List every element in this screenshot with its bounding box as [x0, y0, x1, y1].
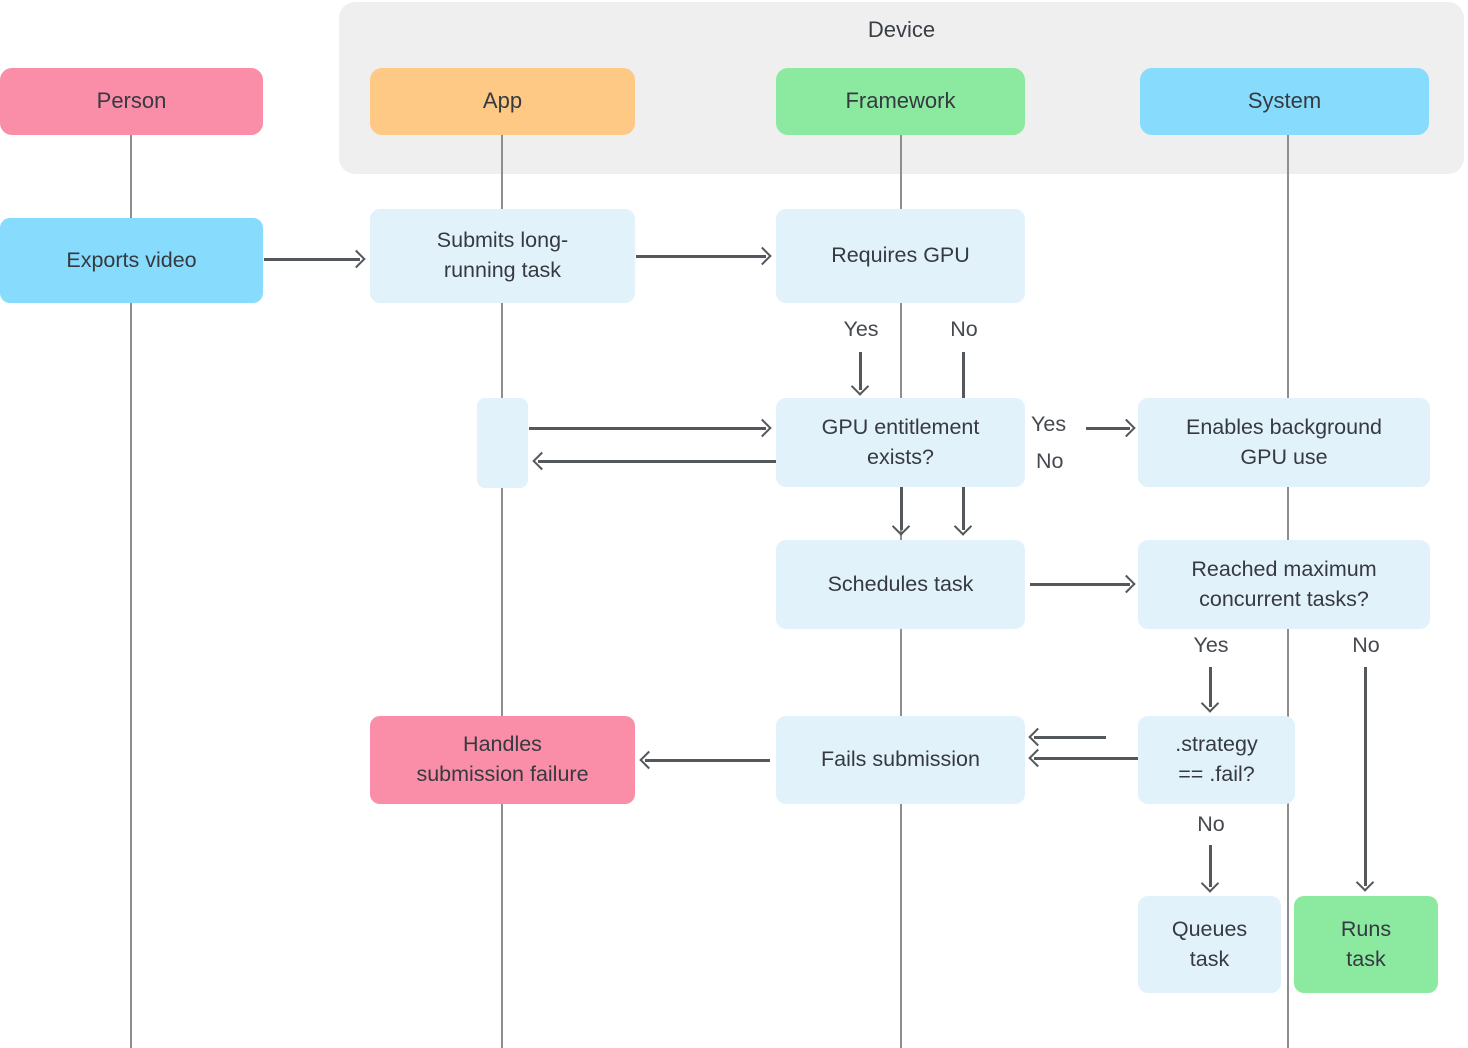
arrow-to-fails-submission-upper	[1034, 736, 1106, 739]
arrow-schedules-to-reached-maximum	[1030, 583, 1130, 586]
label-entitlement-yes: Yes	[1031, 412, 1067, 436]
lane-header-system: System	[1140, 68, 1429, 135]
arrow-strategy-no-to-queues-task	[1209, 845, 1212, 887]
arrow-exports-to-submits	[264, 258, 360, 261]
device-group-label: Device	[867, 17, 936, 42]
label-requires-gpu-no: No	[950, 317, 978, 341]
node-gpu-entitlement-exists: GPU entitlement exists?	[776, 398, 1025, 487]
arrow-fails-to-handles-failure	[645, 759, 770, 762]
label-reached-yes: Yes	[1193, 633, 1229, 657]
node-fails-submission: Fails submission	[776, 716, 1025, 804]
node-requires-gpu: Requires GPU	[776, 209, 1025, 303]
node-submits-long-running-task: Submits long- running task	[370, 209, 635, 303]
arrow-submits-to-requires-gpu	[636, 255, 766, 258]
app-lifeline	[501, 135, 503, 1048]
node-schedules-task: Schedules task	[776, 540, 1025, 629]
arrow-requires-gpu-yes-down	[859, 352, 862, 390]
lane-header-app: App	[370, 68, 635, 135]
node-runs-task: Runs task	[1294, 896, 1438, 993]
label-requires-gpu-yes: Yes	[843, 317, 879, 341]
node-exports-video: Exports video	[0, 218, 263, 303]
label-entitlement-no: No	[1036, 449, 1064, 473]
lane-header-person: Person	[0, 68, 263, 135]
person-lifeline	[130, 135, 132, 1048]
label-strategy-no: No	[1197, 812, 1225, 836]
node-enables-background-gpu-use: Enables background GPU use	[1138, 398, 1430, 487]
arrow-app-to-gpu-entitlement	[529, 427, 766, 430]
arrow-entitlement-to-schedules	[900, 487, 903, 530]
node-queues-task: Queues task	[1138, 896, 1281, 993]
arrow-reached-yes-to-strategy	[1209, 667, 1212, 707]
arrow-strategy-to-fails-submission	[1034, 757, 1138, 760]
node-handles-submission-failure: Handles submission failure	[370, 716, 635, 804]
arrow-reached-no-to-runs-task	[1364, 667, 1367, 886]
app-activation-bar	[477, 398, 528, 488]
arrow-gpu-entitlement-to-app	[538, 460, 776, 463]
lane-header-framework: Framework	[776, 68, 1025, 135]
label-reached-no: No	[1352, 633, 1380, 657]
node-strategy-equals-fail: .strategy == .fail?	[1138, 716, 1295, 804]
node-reached-maximum-concurrent-tasks: Reached maximum concurrent tasks?	[1138, 540, 1430, 629]
arrow-entitlement-yes-to-enables-background	[1086, 427, 1130, 430]
